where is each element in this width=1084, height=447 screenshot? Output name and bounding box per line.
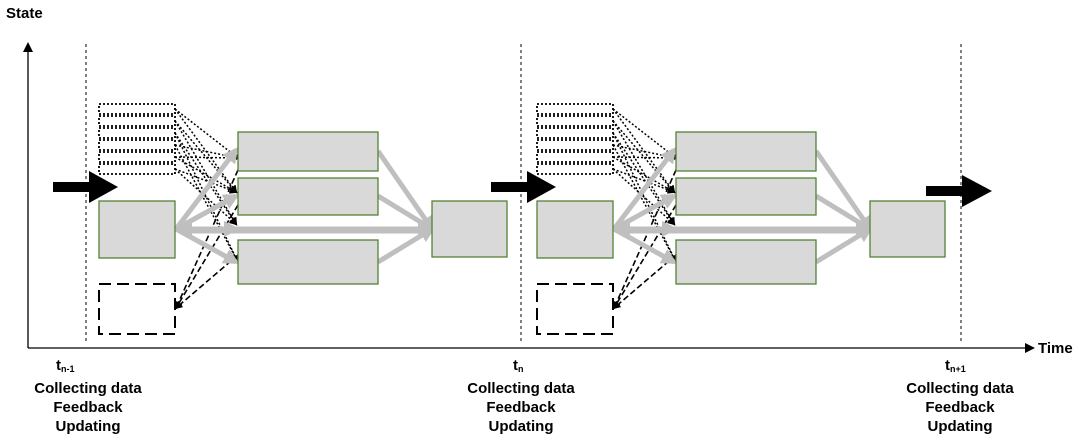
feedback-arrow-dashed (612, 254, 677, 310)
updating-text: Updating (927, 418, 993, 435)
feedback-text: Feedback (486, 399, 556, 416)
candidate-box-dotted (98, 139, 176, 151)
flow-arrow-gray (612, 226, 678, 265)
flow-arrow-gray (375, 149, 435, 233)
feedback-arrow-dotted (174, 168, 238, 194)
input-arrow-head (527, 171, 556, 203)
feedback-arrow-dotted (612, 168, 676, 194)
current-state-box (98, 200, 176, 259)
flow-arrow-gray (612, 146, 677, 231)
input-arrow-shaft (491, 182, 531, 192)
flow-arrow-gray (376, 193, 436, 232)
time-point-n+1: tn+1 Collecting data Feedback Updating (880, 356, 1040, 436)
next-state-box (869, 200, 946, 258)
candidate-box-dotted (98, 127, 176, 139)
output-arrow (926, 175, 992, 207)
feedback-arrow-dotted (174, 168, 238, 226)
feedback-arrow-dotted (612, 108, 676, 194)
feedback-text: Feedback (925, 399, 995, 416)
collecting-data-text: Collecting data (34, 380, 142, 397)
feedback-arrow-dashed (612, 169, 677, 310)
scenario-box (675, 131, 817, 172)
rejected-box-dashed (536, 283, 614, 335)
feedback-arrow-dotted (612, 168, 676, 226)
stage-2 (491, 103, 946, 335)
candidate-box-dotted (536, 115, 614, 127)
candidate-box-dotted (536, 139, 614, 151)
candidate-box-dotted (98, 151, 176, 163)
flow-arrow-gray (813, 149, 873, 233)
time-point-label: tn+1 (945, 357, 966, 374)
y-axis-label: State (6, 5, 43, 22)
candidate-box-dotted (536, 103, 614, 115)
candidate-box-dotted (536, 163, 614, 175)
input-arrow-shaft (53, 182, 93, 192)
time-point-n: tn Collecting data Feedback Updating (441, 356, 601, 436)
updating-text: Updating (488, 418, 554, 435)
x-axis-label: Time (1038, 340, 1073, 357)
candidate-box-dotted (98, 163, 176, 175)
scenario-box (237, 239, 379, 285)
input-arrow-head (89, 171, 118, 203)
collecting-data-text: Collecting data (467, 380, 575, 397)
feedback-arrow-dashed (174, 254, 239, 310)
flow-arrow-gray (814, 226, 874, 265)
updating-text: Updating (55, 418, 121, 435)
feedback-arrow-dotted (174, 108, 238, 194)
candidate-box-dotted (98, 115, 176, 127)
feedback-text: Feedback (53, 399, 123, 416)
flow-arrow-gray (376, 226, 436, 265)
candidate-box-dotted (98, 103, 176, 115)
flow-arrow-gray (814, 193, 874, 232)
next-state-box (431, 200, 508, 258)
flow-arrow-gray (174, 226, 240, 265)
feedback-arrow-dotted (174, 108, 240, 160)
candidate-box-dotted (536, 151, 614, 163)
feedback-arrow-dashed (174, 169, 239, 310)
current-state-box (536, 200, 614, 259)
collecting-data-text: Collecting data (906, 380, 1014, 397)
scenario-box (237, 131, 379, 172)
scenario-box (675, 177, 817, 216)
scenario-box (675, 239, 817, 285)
stage-1 (53, 103, 508, 335)
time-point-label: tn (513, 357, 524, 374)
candidate-box-dotted (536, 127, 614, 139)
time-point-n-1: tn-1 Collecting data Feedback Updating (8, 356, 168, 436)
flow-arrow-gray (174, 146, 239, 231)
feedback-arrow-dotted (612, 108, 678, 160)
rejected-box-dashed (98, 283, 176, 335)
time-point-label: tn-1 (56, 357, 75, 374)
scenario-box (237, 177, 379, 216)
